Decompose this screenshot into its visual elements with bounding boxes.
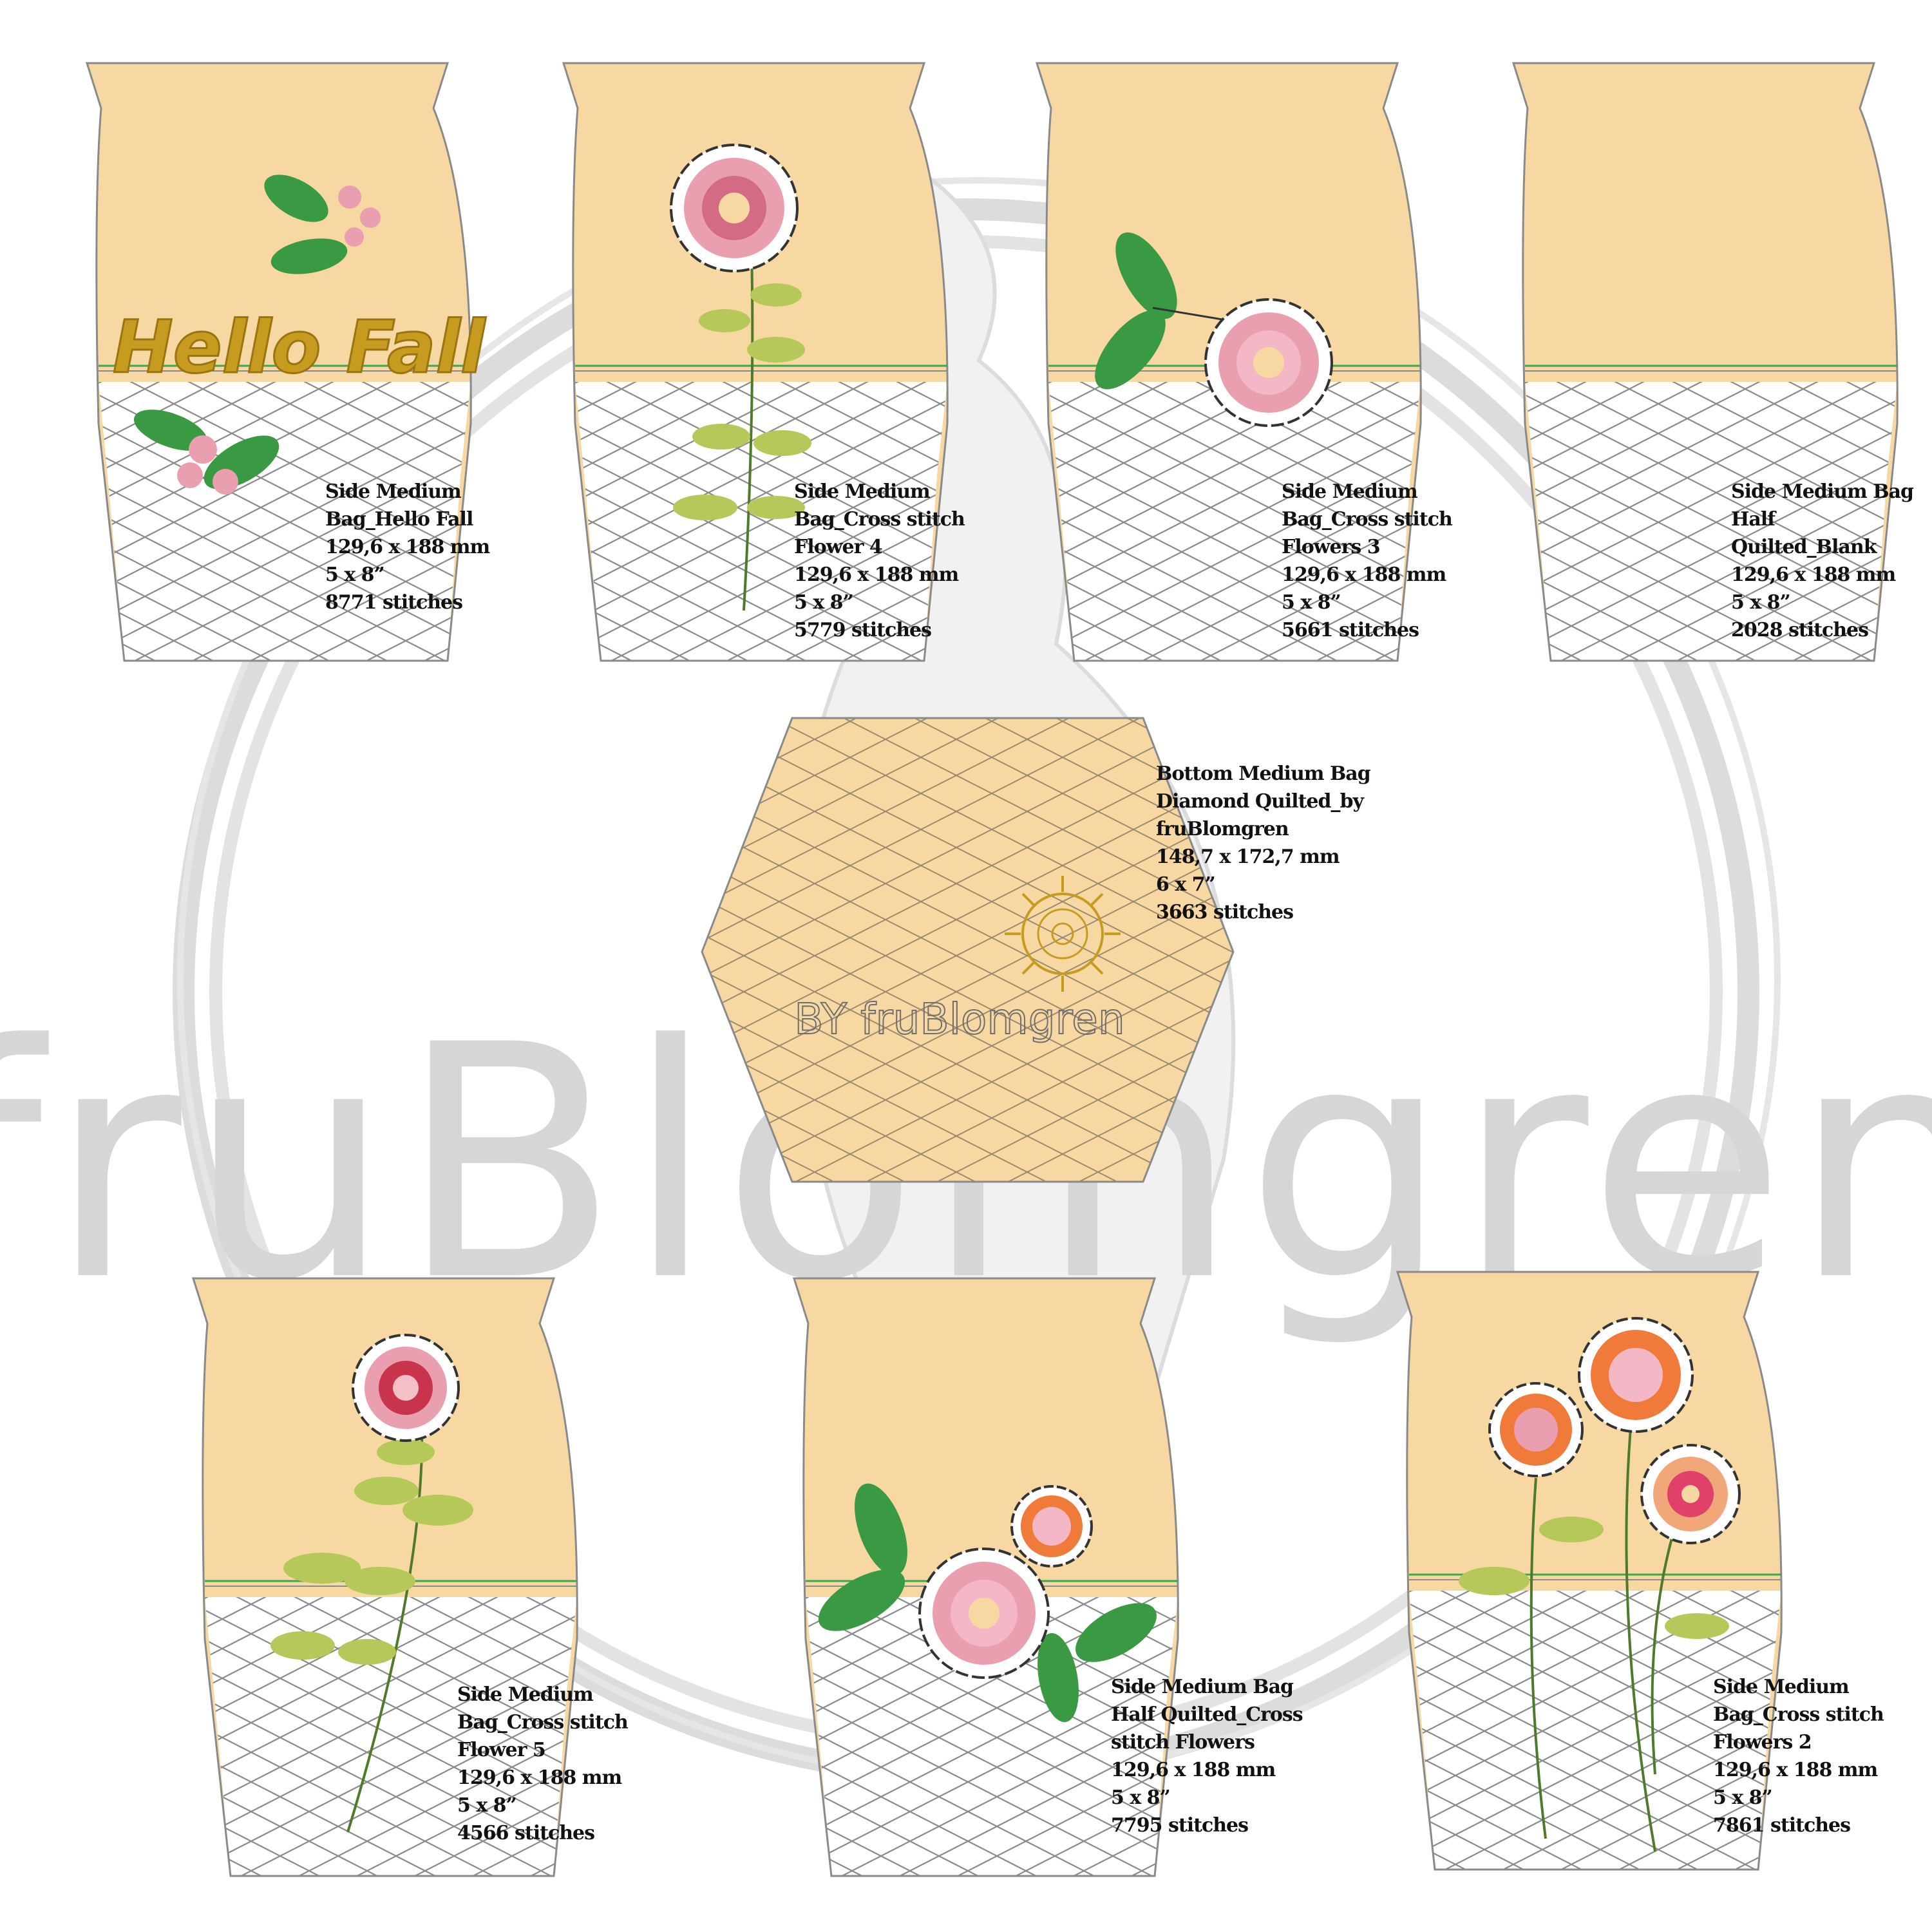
label-line: 7795 stitches bbox=[1111, 1814, 1249, 1837]
flower-icon bbox=[818, 1483, 1157, 1723]
label-line: Bag_Cross stitch bbox=[1713, 1703, 1884, 1726]
label-line: Half bbox=[1731, 508, 1776, 531]
hexagon-logo-text: BY fruBlomgren bbox=[794, 994, 1124, 1044]
design-flower-5[interactable] bbox=[192, 1277, 578, 1877]
label-line: Side Medium Bag bbox=[1111, 1676, 1294, 1698]
flower-icon bbox=[1095, 232, 1333, 427]
label-line: 129,6 x 188 mm bbox=[794, 564, 959, 586]
label-flowers-3: Side Medium Bag_Cross stitch Flowers 3 1… bbox=[1282, 478, 1453, 644]
label-line: 129,6 x 188 mm bbox=[1713, 1759, 1878, 1781]
flower-icon bbox=[670, 144, 811, 611]
label-line: Side Medium bbox=[1713, 1676, 1850, 1698]
label-line: stitch Flowers bbox=[1111, 1731, 1255, 1754]
label-line: Bag_Hello Fall bbox=[325, 508, 473, 531]
leaf-icon bbox=[133, 175, 381, 495]
label-line: Bag_Cross stitch bbox=[457, 1711, 629, 1734]
design-flowers-2[interactable] bbox=[1396, 1271, 1783, 1871]
label-line: fruBlomgren bbox=[1156, 818, 1289, 840]
label-line: Side Medium bbox=[457, 1683, 594, 1706]
label-line: Bottom Medium Bag bbox=[1156, 762, 1371, 785]
label-line: 5 x 8” bbox=[794, 591, 854, 614]
label-hexagon: Bottom Medium Bag Diamond Quilted_by fru… bbox=[1156, 760, 1371, 926]
design-hexagon[interactable]: BY fruBlomgren bbox=[701, 717, 1235, 1183]
label-flower-5: Side Medium Bag_Cross stitch Flower 5 12… bbox=[457, 1681, 629, 1847]
label-line: 129,6 x 188 mm bbox=[1282, 564, 1446, 586]
label-line: 5 x 8” bbox=[325, 564, 385, 586]
design-flower-4[interactable] bbox=[562, 62, 949, 662]
label-line: Flowers 2 bbox=[1713, 1731, 1812, 1754]
design-flowers-3[interactable] bbox=[1036, 62, 1422, 662]
label-line: 4566 stitches bbox=[457, 1822, 595, 1844]
design-flowers-pair[interactable] bbox=[793, 1277, 1179, 1877]
label-line: 129,6 x 188 mm bbox=[325, 536, 490, 558]
label-line: 129,6 x 188 mm bbox=[1111, 1759, 1276, 1781]
label-line: 5779 stitches bbox=[794, 619, 932, 641]
label-line: Side Medium bbox=[325, 480, 462, 503]
label-line: Flower 4 bbox=[794, 536, 883, 558]
hello-fall-text: Hello Fall bbox=[113, 306, 486, 390]
label-line: 2028 stitches bbox=[1731, 619, 1869, 641]
label-line: 5 x 8” bbox=[1731, 591, 1791, 614]
label-line: 5 x 8” bbox=[1713, 1786, 1773, 1809]
label-line: 5 x 8” bbox=[457, 1794, 517, 1817]
flower-icon bbox=[270, 1334, 473, 1833]
label-line: 6 x 7” bbox=[1156, 873, 1216, 896]
label-line: 3663 stitches bbox=[1156, 901, 1294, 923]
label-flower-4: Side Medium Bag_Cross stitch Flower 4 12… bbox=[794, 478, 965, 644]
label-line: 129,6 x 188 mm bbox=[457, 1766, 622, 1789]
label-flowers-pair: Side Medium Bag Half Quilted_Cross stitc… bbox=[1111, 1673, 1303, 1839]
label-line: Bag_Cross stitch bbox=[1282, 508, 1453, 531]
label-line: Side Medium Bag bbox=[1731, 480, 1914, 503]
label-hello-fall: Side Medium Bag_Hello Fall 129,6 x 188 m… bbox=[325, 478, 490, 616]
label-line: Half Quilted_Cross bbox=[1111, 1703, 1303, 1726]
label-line: Side Medium bbox=[794, 480, 931, 503]
label-line: 5 x 8” bbox=[1282, 591, 1341, 614]
label-line: 5661 stitches bbox=[1282, 619, 1419, 641]
label-line: 7861 stitches bbox=[1713, 1814, 1851, 1837]
label-line: 8771 stitches bbox=[325, 591, 463, 614]
label-line: Flowers 3 bbox=[1282, 536, 1381, 558]
label-line: Diamond Quilted_by bbox=[1156, 790, 1364, 813]
label-line: Bag_Cross stitch bbox=[794, 508, 965, 531]
flower-icon bbox=[1459, 1317, 1741, 1852]
label-line: Side Medium bbox=[1282, 480, 1418, 503]
label-line: Quilted_Blank bbox=[1731, 536, 1877, 558]
label-line: 129,6 x 188 mm bbox=[1731, 564, 1896, 586]
design-hello-fall[interactable]: Hello Fall bbox=[86, 62, 488, 662]
label-blank: Side Medium Bag Half Quilted_Blank 129,6… bbox=[1731, 478, 1914, 644]
label-flowers-2: Side Medium Bag_Cross stitch Flowers 2 1… bbox=[1713, 1673, 1884, 1839]
label-line: 148,7 x 172,7 mm bbox=[1156, 846, 1340, 868]
sun-icon bbox=[1005, 876, 1121, 992]
label-line: Flower 5 bbox=[457, 1739, 546, 1761]
label-line: 5 x 8” bbox=[1111, 1786, 1171, 1809]
